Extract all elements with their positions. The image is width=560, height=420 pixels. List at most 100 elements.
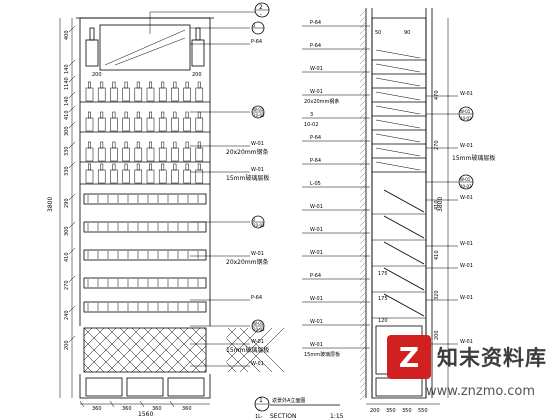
dim-tick — [68, 121, 76, 129]
dim-tick — [68, 247, 76, 255]
annotation-code: P-64 — [251, 39, 262, 45]
section-rack-line — [375, 49, 421, 59]
lattice-mask — [206, 326, 227, 374]
section-rack-line — [375, 77, 421, 87]
hatch-line — [359, 315, 367, 323]
dim-label: 400 — [64, 30, 70, 40]
dim-tick — [68, 25, 76, 33]
annotation-code: W-01 — [460, 241, 473, 247]
hatch-line — [359, 99, 367, 107]
dim-label: 410 — [64, 110, 70, 120]
section-rack-slant — [383, 215, 425, 239]
annotation-text: 15mm玻璃层板 — [226, 346, 269, 354]
dim-label: 330 — [64, 146, 70, 156]
bottle-icon — [134, 81, 143, 102]
dim-label: 410 — [434, 250, 440, 260]
annotation-code: W-01 — [460, 263, 473, 269]
hatch-line — [359, 87, 367, 95]
bottle-icon — [134, 141, 143, 162]
lattice-line — [227, 327, 273, 373]
annotation-code: W-01 — [460, 195, 473, 201]
annotation-code: W-01 — [310, 227, 323, 233]
hatch-line — [359, 195, 367, 203]
dim-tick — [68, 275, 76, 283]
dim-label: 550 — [418, 408, 428, 414]
hatch-line — [359, 117, 367, 125]
dim-tick — [68, 141, 76, 149]
bottle-icon — [146, 81, 155, 102]
annotation-sub: 10-02 — [253, 113, 265, 118]
hatch-line — [359, 381, 367, 389]
bottle-icon — [195, 81, 204, 102]
dim-label: 120 — [378, 318, 388, 324]
dim-label: 140 — [64, 96, 70, 106]
section-rack-line — [375, 105, 421, 115]
annotation-sub: 10-02 — [460, 184, 472, 189]
shelf-row — [83, 193, 207, 205]
hatch-line — [359, 333, 367, 341]
elevation-view: 200 200 3800 400140114014041030033033029… — [0, 17, 344, 420]
annotation-code: W-01 — [310, 66, 323, 72]
wall-hatch — [359, 9, 367, 401]
dim-label: 240 — [64, 310, 70, 320]
shelf-row — [83, 221, 207, 233]
base-drawers — [85, 377, 205, 397]
bottle-icon — [146, 111, 155, 132]
bottle-icon — [183, 163, 191, 184]
annotation-code: W-01 — [460, 143, 473, 149]
bottle-icon — [183, 81, 191, 102]
display-panel — [99, 24, 191, 71]
annotation-sub: 10-02 — [460, 116, 472, 121]
annotation-sub: 10-02 — [253, 327, 265, 332]
lattice-line — [95, 327, 141, 373]
annotation-code: W-01 — [251, 251, 264, 257]
section-right-annotations: W-01W-0110-02W-0115mm玻璃层板W-0110-02W-01W-… — [426, 91, 495, 345]
hatch-line — [359, 327, 367, 335]
bottle-icon — [183, 141, 191, 162]
elevation-left-dims: 4001401140140410300330330290300410270240… — [64, 25, 76, 350]
dim-label: 1140 — [64, 77, 70, 90]
lattice-line — [239, 327, 285, 373]
bottle-icon — [85, 163, 94, 184]
bottle-icon — [171, 81, 179, 102]
lattice-line — [143, 327, 189, 373]
dim-label: 410 — [64, 252, 70, 262]
bottle-icon — [146, 163, 155, 184]
hatch-line — [359, 393, 367, 401]
annotation-code: W-01 — [253, 107, 264, 112]
annotation-code: W-01 — [251, 167, 264, 173]
bottle-icon — [97, 163, 106, 184]
hatch-line — [359, 9, 367, 17]
bottle-icon — [85, 81, 94, 102]
hatch-line — [359, 129, 367, 137]
hatch-line — [359, 225, 367, 233]
section-marker-top: 2 - — [149, 2, 270, 34]
annotation-text: 20x20mm钢条 — [304, 98, 339, 105]
dim-label: 360 — [92, 406, 102, 412]
bottle-icon — [158, 163, 167, 184]
hatch-line — [359, 351, 367, 359]
hatch-line — [359, 153, 367, 161]
hatch-line — [359, 267, 367, 275]
bottle-icon — [195, 141, 204, 162]
bottle-icon — [134, 111, 143, 132]
hatch-line — [359, 363, 367, 371]
annotation-text: 15mm玻璃层板 — [304, 351, 340, 358]
annotation-code: W-01 — [251, 141, 264, 147]
dim-tick — [79, 400, 85, 408]
dim-label: 470 — [434, 90, 440, 100]
dim-label: 200 — [370, 408, 380, 414]
annotation-code: 2 — [253, 217, 256, 222]
display-glass-hatch — [104, 29, 186, 66]
hatch-line — [359, 237, 367, 245]
hatch-line — [359, 33, 367, 41]
hatch-line — [359, 171, 367, 179]
annotation-code: W-01 — [460, 109, 471, 114]
annotation-code: L-05 — [310, 181, 321, 187]
dim-tick — [68, 105, 76, 113]
hatch-line — [359, 57, 367, 65]
bottle-icon — [183, 111, 191, 132]
